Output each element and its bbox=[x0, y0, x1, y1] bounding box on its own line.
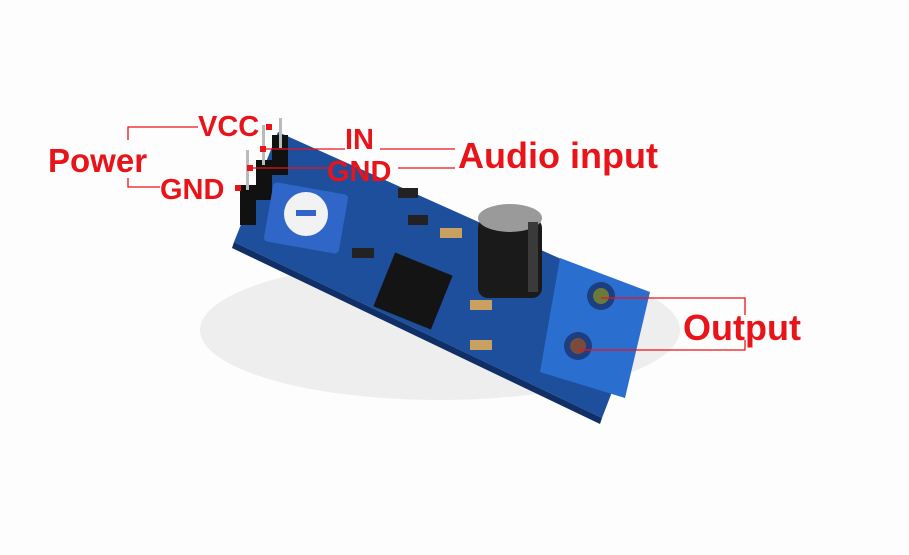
screw-terminal-block bbox=[540, 258, 650, 398]
electrolytic-capacitor bbox=[478, 204, 542, 298]
power-label: Power bbox=[48, 142, 148, 179]
in-label: IN bbox=[345, 124, 374, 156]
amplifier-chip bbox=[373, 252, 453, 330]
vcc-label: VCC bbox=[198, 111, 260, 143]
smd-components bbox=[352, 188, 492, 350]
potentiometer bbox=[264, 182, 348, 254]
audio-input-label: Audio input bbox=[458, 135, 658, 176]
annotation-lines bbox=[127, 126, 746, 351]
gnd-audio-label: GND bbox=[327, 156, 392, 188]
pin-markers bbox=[235, 124, 272, 191]
output-label: Output bbox=[683, 307, 801, 348]
gnd-power-label: GND bbox=[160, 174, 225, 206]
pcb-edge bbox=[232, 242, 602, 424]
